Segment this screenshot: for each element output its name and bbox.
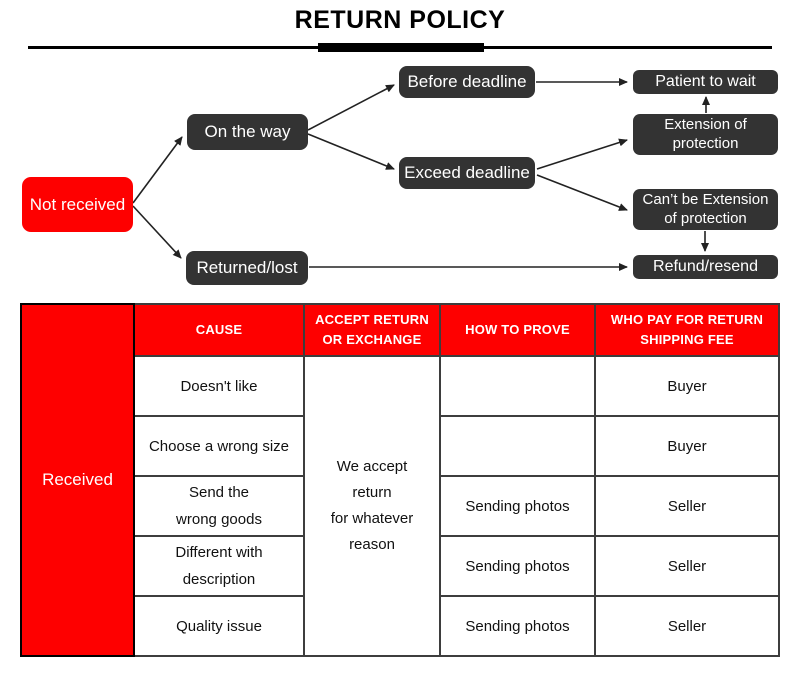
table-row: Different with description Sending photo…	[21, 535, 780, 597]
node-not-received: Not received	[22, 177, 133, 232]
cell-cause-0: Doesn't like	[133, 355, 305, 417]
cell-cause-4: Quality issue	[133, 595, 305, 657]
arrow-exceed-cantbe	[536, 174, 628, 211]
cell-prove-1	[439, 415, 596, 477]
node-on-the-way: On the way	[187, 114, 308, 150]
return-policy-table: Received CAUSE ACCEPT RETURN OR EXCHANGE…	[20, 303, 780, 657]
table-header-row: Received CAUSE ACCEPT RETURN OR EXCHANGE…	[20, 303, 780, 657]
node-returned-lost: Returned/lost	[186, 251, 308, 285]
cell-payer-3: Seller	[594, 535, 780, 597]
table-row: Send the wrong goods Sending photos Sell…	[21, 475, 780, 537]
table-row: Doesn't like We accept return for whatev…	[21, 355, 780, 657]
flow-arrows	[132, 78, 710, 271]
cell-payer-2: Seller	[594, 475, 780, 537]
table-row: Choose a wrong size Buyer	[21, 415, 780, 477]
table-row: Quality issue Sending photos Seller	[21, 595, 780, 657]
cell-prove-4: Sending photos	[439, 595, 596, 657]
cell-cause-2: Send the wrong goods	[133, 475, 305, 537]
cell-accept-merged: We accept return for whatever reason	[303, 355, 441, 657]
arrow-notreceived-ontheway	[132, 136, 183, 204]
header-accept: ACCEPT RETURN OR EXCHANGE	[303, 303, 441, 357]
node-exceed-deadline: Exceed deadline	[399, 157, 535, 189]
node-extension-of-protection: Extension of protection	[633, 114, 778, 155]
arrow-ontheway-beforedeadline	[307, 84, 395, 131]
node-refund-resend: Refund/resend	[633, 255, 778, 279]
cell-prove-2: Sending photos	[439, 475, 596, 537]
cell-cause-3: Different with description	[133, 535, 305, 597]
header-prove: HOW TO PROVE	[439, 303, 596, 357]
node-before-deadline: Before deadline	[399, 66, 535, 98]
arrow-notreceived-returnedlost	[132, 205, 182, 259]
arrow-ontheway-exceeddeadline	[307, 133, 395, 170]
cell-cause-1: Choose a wrong size	[133, 415, 305, 477]
page-title: RETURN POLICY	[294, 6, 506, 34]
header-payer: WHO PAY FOR RETURN SHIPPING FEE	[594, 303, 780, 357]
cell-prove-0	[439, 355, 596, 417]
cell-payer-4: Seller	[594, 595, 780, 657]
arrow-exceed-extension	[536, 138, 628, 170]
flowchart: Not received On the way Returned/lost Be…	[0, 0, 800, 300]
node-patient-to-wait: Patient to wait	[633, 70, 778, 94]
cell-payer-1: Buyer	[594, 415, 780, 477]
title-underline-thick	[318, 43, 484, 52]
cell-payer-0: Buyer	[594, 355, 780, 417]
row-group-received: Received	[20, 303, 135, 657]
header-cause: CAUSE	[133, 303, 305, 357]
node-cant-be-extension: Can’t be Extension of protection	[633, 189, 778, 230]
cell-prove-3: Sending photos	[439, 535, 596, 597]
